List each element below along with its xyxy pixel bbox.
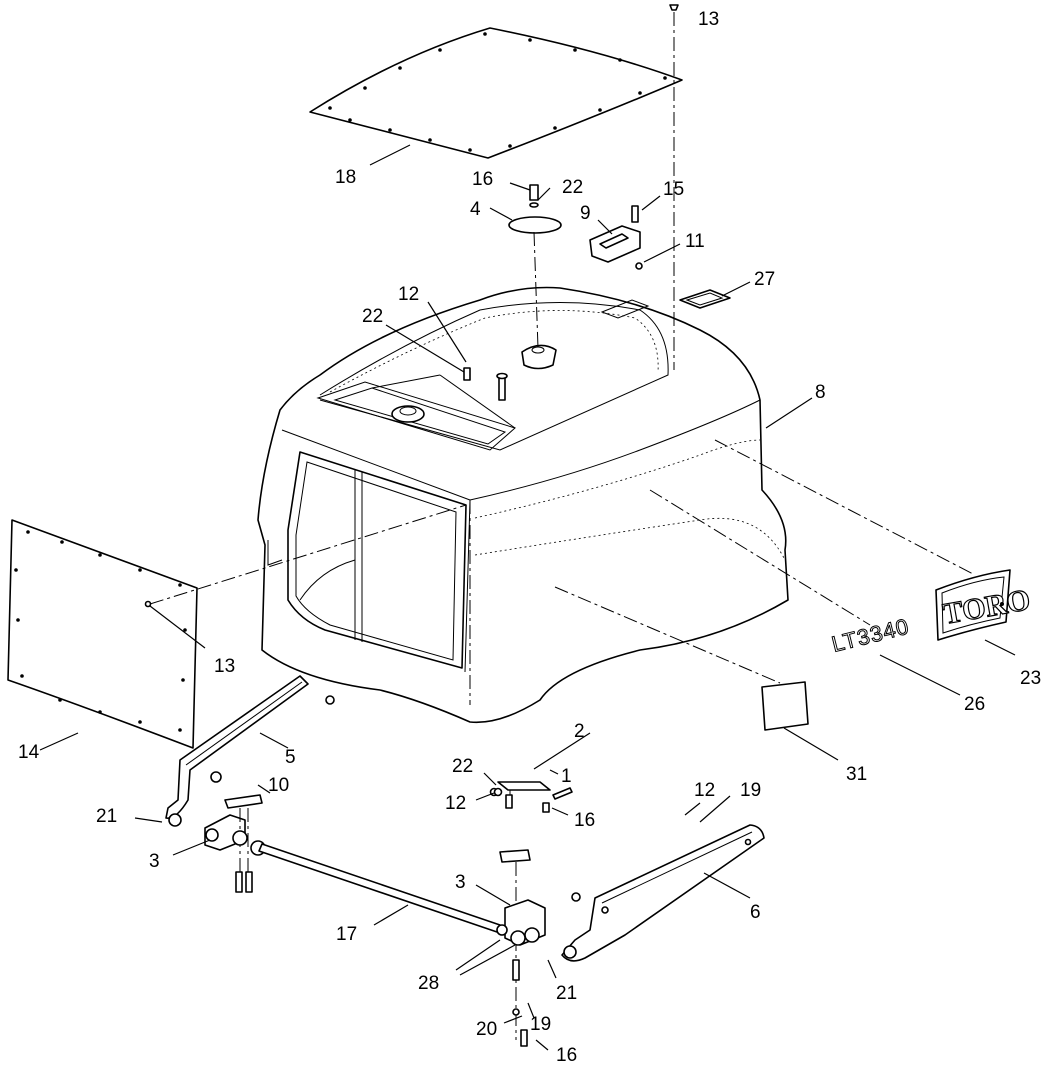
callout-16: 16 (574, 810, 595, 831)
callout-3: 3 (455, 872, 466, 893)
leader-lines (39, 144, 1016, 1051)
callout-16: 16 (472, 169, 493, 190)
callout-21: 21 (556, 983, 577, 1004)
right-bracket (561, 824, 765, 962)
callout-19: 19 (740, 780, 761, 801)
decal-31 (761, 681, 809, 731)
callout-1: 1 (561, 766, 572, 787)
callout-16: 16 (556, 1045, 577, 1066)
callout-8: 8 (815, 382, 826, 403)
callout-9: 9 (580, 203, 591, 224)
callout-22: 22 (452, 756, 473, 777)
callout-12: 12 (694, 780, 715, 801)
pivot-bracket-left (204, 794, 266, 893)
top-cover-panel (309, 27, 683, 159)
callout-15: 15 (663, 179, 684, 200)
callout-14: 14 (18, 742, 40, 763)
callout-3: 3 (149, 851, 160, 872)
center-mount-bracket (489, 781, 573, 813)
callout-5: 5 (285, 747, 296, 768)
hood-body (257, 286, 789, 724)
callout-11: 11 (685, 231, 705, 252)
callout-13: 13 (698, 9, 719, 30)
callout-12: 12 (398, 284, 419, 305)
callout-31: 31 (846, 764, 867, 785)
model-decal: LT3340 (829, 613, 912, 656)
callout-23: 23 (1020, 668, 1041, 689)
callout-20: 20 (476, 1019, 497, 1040)
callout-22: 22 (562, 177, 583, 198)
callout-labels: 13 18 16 22 4 9 15 11 27 12 22 8 13 23 2… (18, 9, 1041, 1066)
callout-18: 18 (335, 167, 356, 188)
left-bracket (165, 675, 309, 827)
assembly-lines (149, 12, 976, 684)
decals: LT3340 TORO (761, 569, 1033, 731)
callout-13: 13 (214, 656, 235, 677)
callout-17: 17 (336, 924, 357, 945)
callout-28: 28 (418, 973, 439, 994)
callout-10: 10 (268, 775, 289, 796)
callout-19: 19 (530, 1014, 551, 1035)
callout-26: 26 (964, 694, 985, 715)
callout-12: 12 (445, 793, 466, 814)
callout-27: 27 (754, 269, 775, 290)
callout-22: 22 (362, 306, 383, 327)
callout-2: 2 (574, 721, 585, 742)
brand-decal: TORO (935, 569, 1033, 641)
pivot-bracket-center (496, 849, 546, 1047)
callout-21: 21 (96, 806, 117, 827)
callout-6: 6 (750, 902, 761, 923)
grille-screen (7, 519, 198, 749)
callout-4: 4 (470, 199, 481, 220)
